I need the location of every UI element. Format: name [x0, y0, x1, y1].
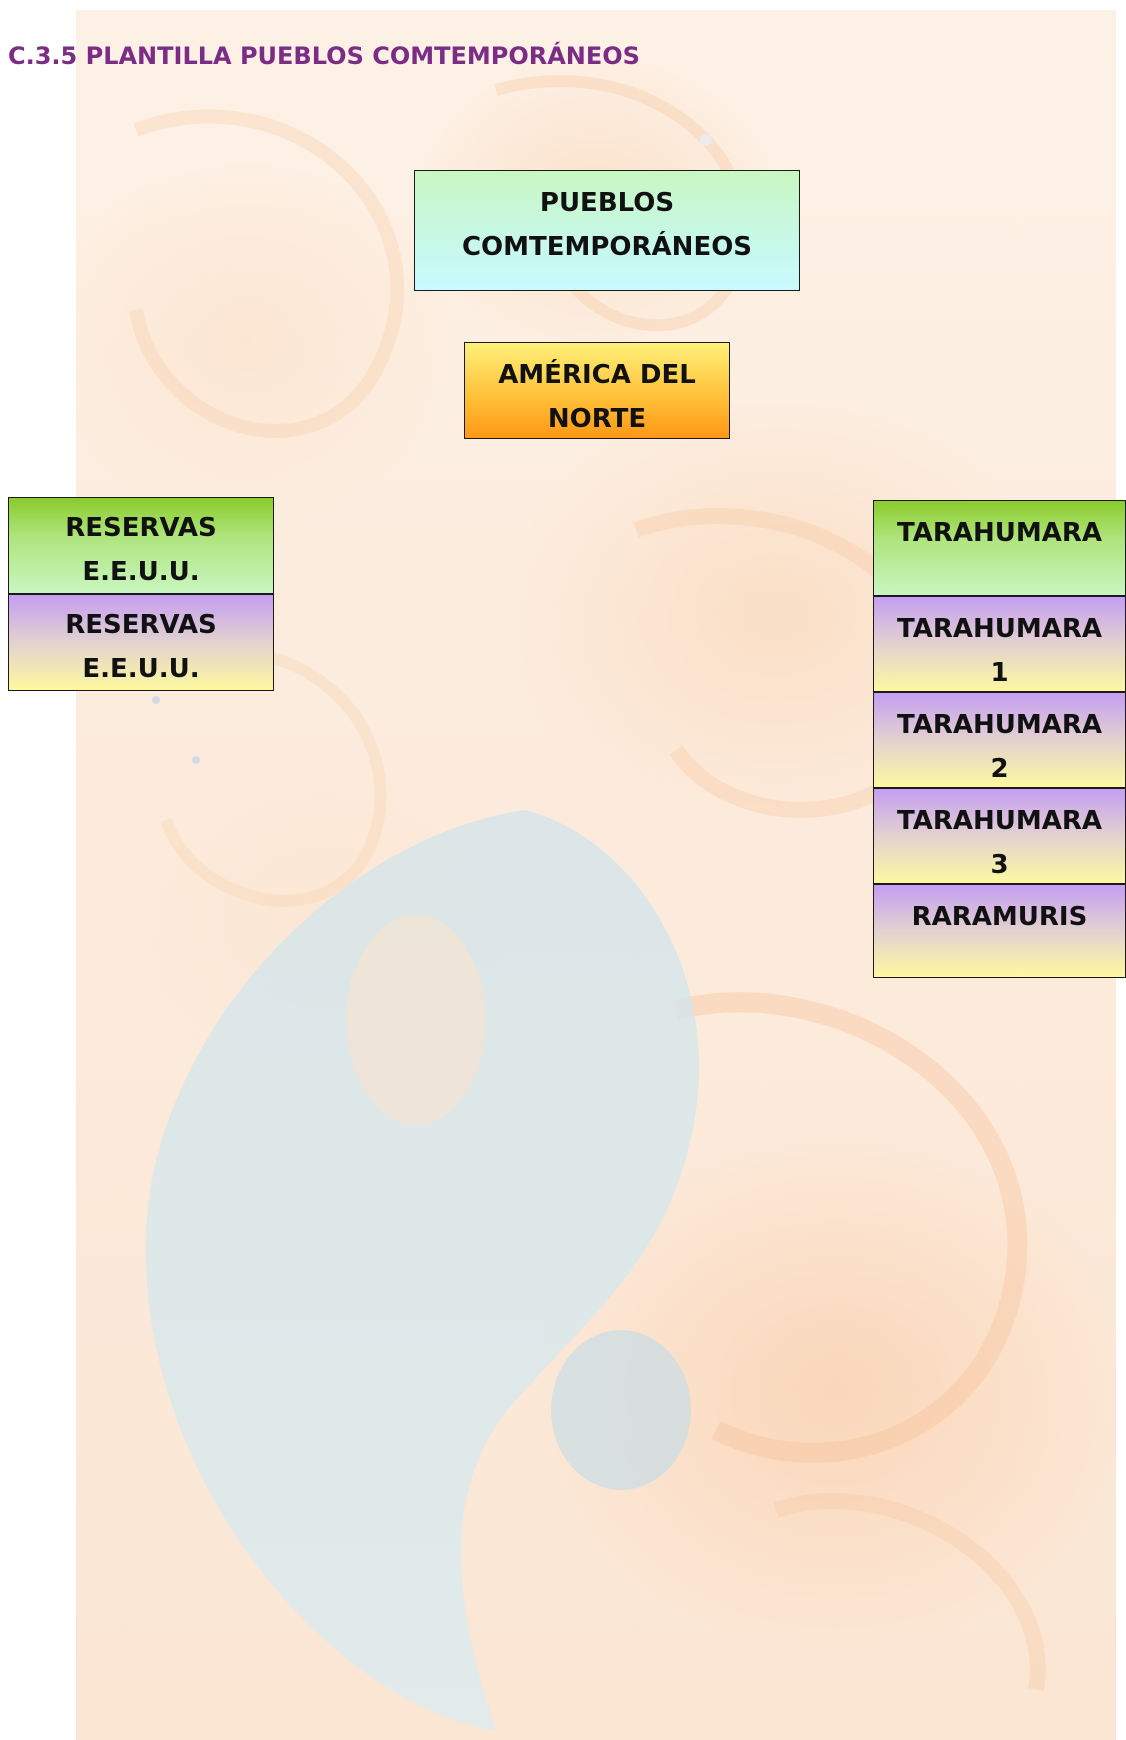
- right-node-1-line1: TARAHUMARA: [897, 511, 1102, 555]
- left-node-1-line1: RESERVAS: [65, 506, 217, 550]
- right-node-tarahumara-2: TARAHUMARA 2: [873, 692, 1126, 788]
- left-node-1-line2: E.E.U.U.: [82, 550, 199, 594]
- root-node-line2: COMTEMPORÁNEOS: [462, 225, 752, 269]
- right-node-3-line2: 2: [990, 747, 1008, 788]
- root-node-pueblos: PUEBLOS COMTEMPORÁNEOS: [414, 170, 800, 291]
- right-node-2-line1: TARAHUMARA: [897, 607, 1102, 651]
- right-node-tarahumara-1: TARAHUMARA 1: [873, 596, 1126, 692]
- region-node-line1: AMÉRICA DEL: [498, 353, 696, 397]
- right-node-3-line1: TARAHUMARA: [897, 703, 1102, 747]
- right-node-tarahumara-3: TARAHUMARA 3: [873, 788, 1126, 884]
- right-node-4-line2: 3: [990, 843, 1008, 884]
- left-node-reservas-1: RESERVAS E.E.U.U.: [8, 497, 274, 594]
- right-node-5-line1: RARAMURIS: [912, 895, 1088, 939]
- left-node-2-line1: RESERVAS: [65, 603, 217, 647]
- right-node-2-line2: 1: [990, 651, 1008, 692]
- left-node-2-line2: E.E.U.U.: [82, 647, 199, 691]
- right-node-4-line1: TARAHUMARA: [897, 799, 1102, 843]
- right-node-tarahumara: TARAHUMARA: [873, 500, 1126, 596]
- right-node-raramuris: RARAMURIS: [873, 884, 1126, 978]
- region-node-line2: NORTE: [548, 397, 646, 439]
- left-node-reservas-2: RESERVAS E.E.U.U.: [8, 594, 274, 691]
- region-node-america-del-norte: AMÉRICA DEL NORTE: [464, 342, 730, 439]
- page-title: C.3.5 PLANTILLA PUEBLOS COMTEMPORÁNEOS: [8, 42, 640, 70]
- root-node-line1: PUEBLOS: [540, 181, 674, 225]
